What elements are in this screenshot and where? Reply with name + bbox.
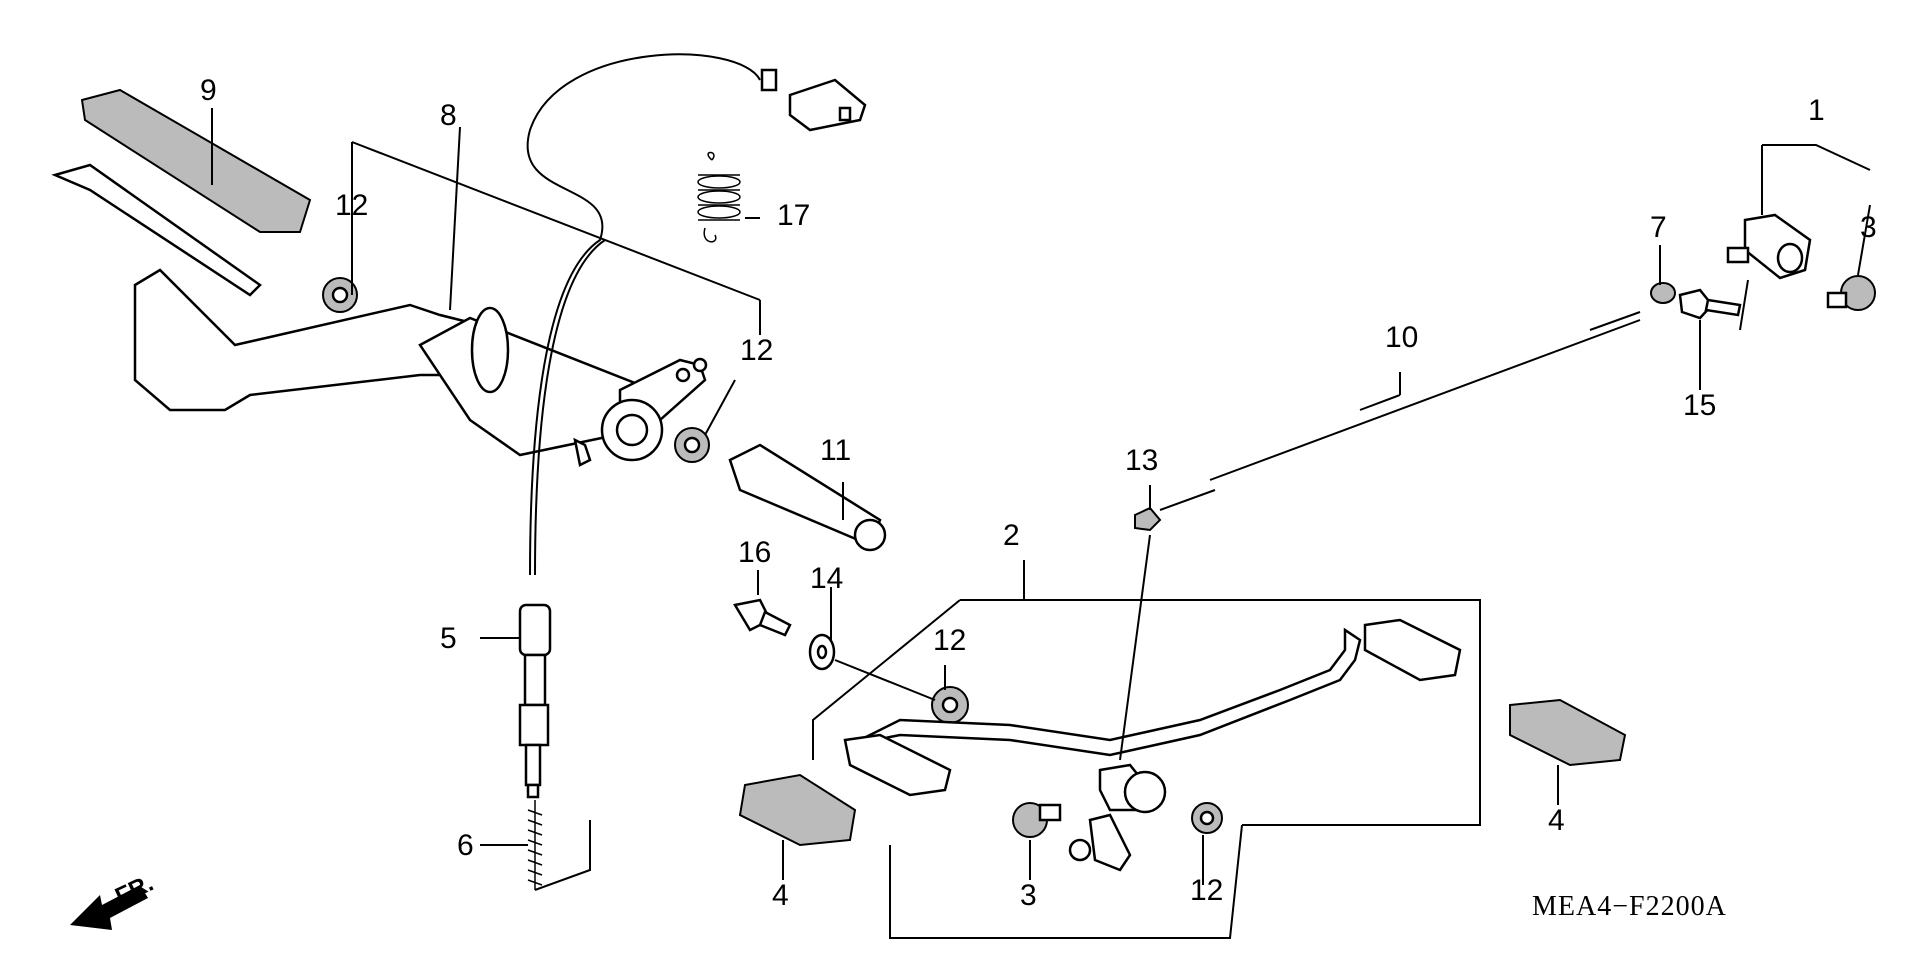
callout-13: 13 <box>1125 444 1158 477</box>
brake-pedal <box>843 618 1462 872</box>
callout-6: 6 <box>457 829 474 862</box>
pedal-rubber-left <box>738 773 857 847</box>
joint-nut <box>1650 282 1676 304</box>
cap-upper <box>1826 275 1876 311</box>
brake-rod <box>1159 311 1641 511</box>
switch-spring <box>527 800 591 891</box>
left-footboard-bracket <box>51 163 708 467</box>
callout-15: 15 <box>1683 389 1716 422</box>
callout-labels: 1 2 3 3 4 4 5 6 7 8 9 10 11 12 12 12 12 … <box>200 74 1877 912</box>
pedal-rubber-right <box>1509 698 1627 767</box>
switch-cable <box>526 53 867 576</box>
front-direction-arrow: FR. <box>70 870 158 930</box>
stop-switch <box>518 603 552 799</box>
joint-bolt <box>1678 288 1742 320</box>
callout-16: 16 <box>738 536 771 569</box>
callout-12-a: 12 <box>335 189 368 222</box>
rod-joint <box>1726 213 1812 280</box>
footboard-pad <box>80 88 312 233</box>
pivot-shaft <box>728 443 887 552</box>
callout-4-right: 4 <box>1548 804 1565 837</box>
callout-11: 11 <box>820 434 851 467</box>
callout-9: 9 <box>200 74 217 107</box>
diagram-code: MEA4−F2200A <box>1532 891 1727 922</box>
callout-7: 7 <box>1650 211 1667 244</box>
return-spring <box>697 151 741 243</box>
collar-upper-left <box>322 277 358 313</box>
callout-3-upper: 3 <box>1860 211 1877 244</box>
callout-2: 2 <box>1003 519 1020 552</box>
washer <box>808 633 836 671</box>
callout-3-lower: 3 <box>1020 879 1037 912</box>
leader-lines <box>211 108 1871 939</box>
callout-12-c: 12 <box>933 624 966 657</box>
callout-5: 5 <box>440 622 457 655</box>
callout-17: 17 <box>777 199 810 232</box>
callout-1: 1 <box>1808 94 1825 127</box>
callout-10: 10 <box>1385 321 1418 354</box>
callout-14: 14 <box>810 562 843 595</box>
callout-4-left: 4 <box>772 879 789 912</box>
callout-8: 8 <box>440 99 457 132</box>
collar-upper-mid <box>674 427 710 463</box>
flange-bolt <box>733 598 792 637</box>
callout-12-d: 12 <box>1190 874 1223 907</box>
collar-lower <box>1191 802 1223 834</box>
cap-lower <box>1012 802 1092 862</box>
collar-mid <box>931 686 969 724</box>
rod-nut <box>1134 506 1162 532</box>
callout-12-b: 12 <box>740 334 773 367</box>
